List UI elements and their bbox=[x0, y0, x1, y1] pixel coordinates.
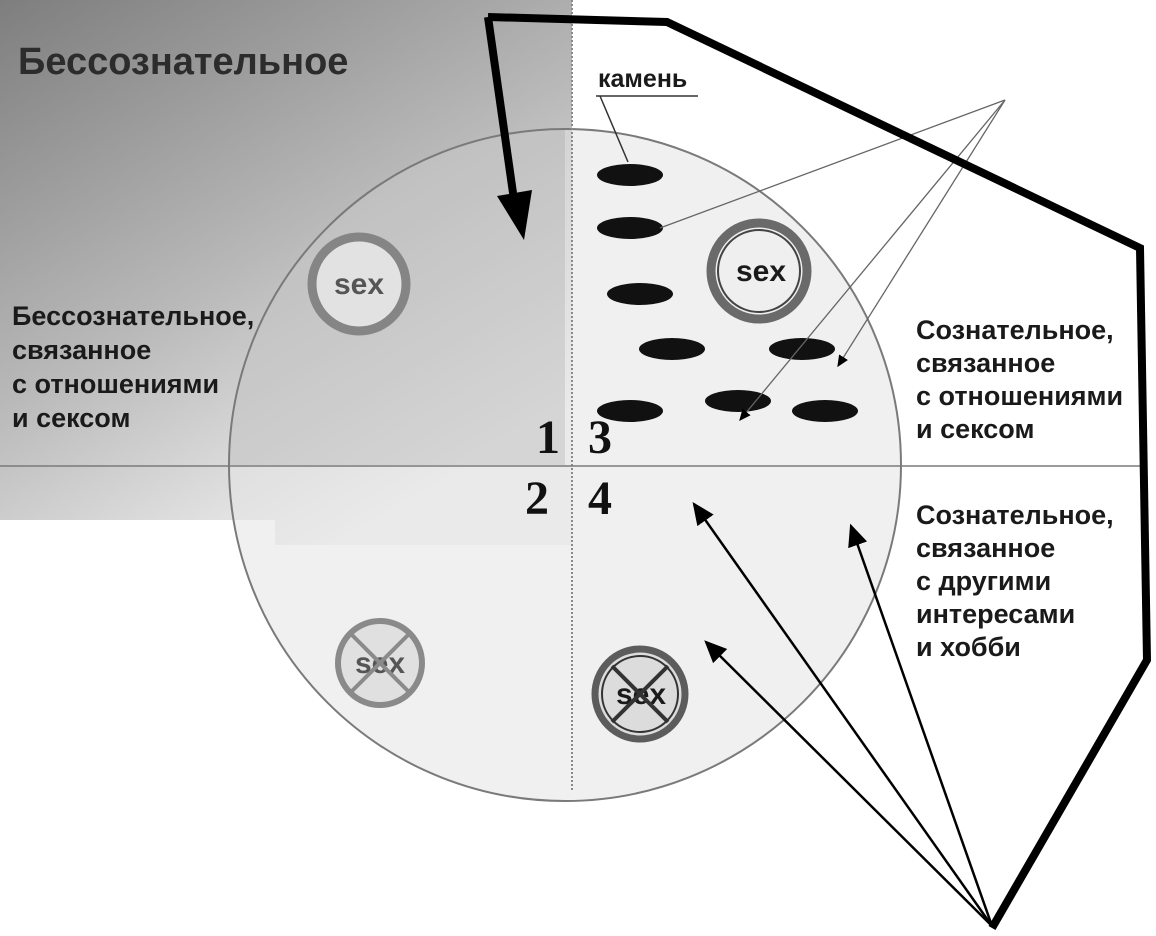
svg-text:с отношениями: с отношениями bbox=[12, 369, 219, 399]
svg-text:Сознательное,: Сознательное, bbox=[916, 315, 1114, 345]
svg-text:и сексом: и сексом bbox=[916, 414, 1034, 444]
svg-text:sex: sex bbox=[334, 268, 384, 301]
svg-text:Сознательное,: Сознательное, bbox=[916, 500, 1114, 530]
quadrant-2-number: 2 bbox=[525, 472, 549, 525]
right-bottom-label: Сознательное, связанное с другими интере… bbox=[916, 500, 1114, 662]
svg-text:с отношениями: с отношениями bbox=[916, 381, 1123, 411]
stone-6 bbox=[597, 400, 663, 422]
svg-text:sex: sex bbox=[736, 255, 786, 288]
left-label: Бессознательное, связанное с отношениями… bbox=[12, 301, 254, 433]
right-top-label: Сознательное, связанное с отношениями и … bbox=[916, 315, 1123, 444]
sex-icon-q3: sex bbox=[706, 218, 812, 324]
thick-arrow-down bbox=[484, 16, 532, 240]
svg-text:интересами: интересами bbox=[916, 599, 1075, 629]
stone-8 bbox=[792, 400, 858, 422]
crossed-sex-icon-q2: sex bbox=[335, 618, 425, 708]
stone-7 bbox=[705, 390, 771, 412]
thin-pointer-lines bbox=[659, 99, 1006, 422]
svg-text:и хобби: и хобби bbox=[916, 632, 1021, 662]
quadrant-1-number: 1 bbox=[536, 411, 560, 464]
svg-text:Бессознательное,: Бессознательное, bbox=[12, 301, 254, 331]
svg-text:связанное: связанное bbox=[12, 335, 151, 365]
svg-text:связанное: связанное bbox=[916, 533, 1055, 563]
stone-2 bbox=[597, 217, 663, 239]
svg-text:с другими: с другими bbox=[916, 566, 1051, 596]
title: Бессознательное bbox=[18, 41, 348, 83]
conscious-boundary-outline bbox=[487, 13, 1152, 931]
bottom-pointer-arrows bbox=[692, 501, 994, 927]
sex-icon-q1: sex bbox=[307, 232, 411, 336]
stone-4 bbox=[639, 338, 705, 360]
stone-label: камень bbox=[598, 65, 687, 93]
quadrant-3-number: 3 bbox=[588, 411, 612, 464]
stone-3 bbox=[607, 283, 673, 305]
stone-leader-line bbox=[599, 95, 629, 163]
white-cutout bbox=[0, 520, 275, 936]
svg-text:и сексом: и сексом bbox=[12, 403, 130, 433]
crossed-sex-icon-q4: sex bbox=[591, 645, 689, 743]
stone-1 bbox=[597, 164, 663, 186]
stones bbox=[597, 164, 858, 422]
svg-text:связанное: связанное bbox=[916, 348, 1055, 378]
quadrant-4-number: 4 bbox=[588, 472, 612, 525]
stone-5 bbox=[769, 338, 835, 360]
